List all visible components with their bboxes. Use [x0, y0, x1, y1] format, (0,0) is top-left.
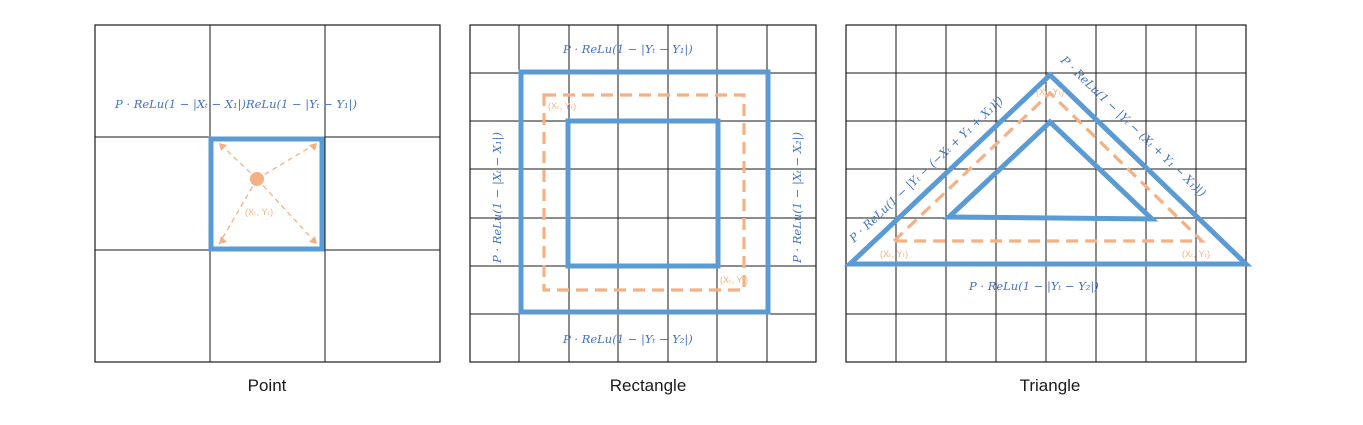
triangle-dashed-outline — [889, 90, 1206, 243]
triangle-caption: Triangle — [1019, 376, 1081, 395]
rectangle-caption: Rectangle — [609, 376, 687, 395]
rectangle-diagram: P · ReLu(1 − |Yₜ − Y₁|) (Xₜ, Yₜ) (Xₜ, Yₜ… — [469, 24, 817, 363]
triangle-grid — [846, 25, 1246, 362]
triangle-formula-right: P · ReLu(1 − |Yₜ − (Xₜ + Y₁ − X₁)|) — [1057, 52, 1209, 200]
triangle-outer-outline — [843, 71, 1253, 267]
rectangle-formula-bottom: P · ReLu(1 − |Yₜ − Y₂|) — [562, 332, 693, 347]
point-cell-outline — [208, 136, 325, 252]
rectangle-outer-outline — [518, 69, 771, 315]
rectangle-frame — [469, 24, 817, 363]
triangle-coord-apex: (Xₜ, Yₜ) — [1036, 87, 1064, 97]
point-grid — [95, 25, 440, 362]
triangle-inner-outline — [942, 118, 1159, 222]
point-diagram: P · ReLu(1 − |Xₜ − X₁|)ReLu(1 − |Yₜ − Y₁… — [94, 24, 441, 363]
rectangle-inner-outline — [565, 118, 721, 269]
point-caption: Point — [247, 376, 287, 395]
point-coord-label: (Xₜ, Yₜ) — [245, 207, 273, 217]
triangle-frame — [845, 24, 1247, 363]
rectangle-coord-top-left: (Xₜ, Yₜ) — [548, 101, 576, 111]
triangle-diagram: (Xₜ, Yₜ) (Xₜ, Yₜ) (Xₜ, Yₜ) P · ReLu(1 − … — [843, 24, 1253, 363]
rectangle-coord-bottom-right: (Xₜ, Yₜ) — [720, 275, 748, 285]
point-frame — [94, 24, 441, 363]
point-marker — [250, 172, 264, 186]
triangle-coord-bottom-left: (Xₜ, Yₜ) — [880, 249, 908, 259]
triangle-coord-bottom-right: (Xₜ, Yₜ) — [1182, 249, 1210, 259]
rectangle-dashed-outline — [542, 93, 746, 292]
rectangle-formula-right: P · ReLu(1 − |Xₜ − X₂|) — [790, 132, 805, 264]
triangle-formula-bottom: P · ReLu(1 − |Yₜ − Y₂|) — [968, 279, 1099, 294]
point-arrows — [218, 142, 318, 245]
point-formula: P · ReLu(1 − |Xₜ − X₁|)ReLu(1 − |Yₜ − Y₁… — [114, 97, 357, 112]
triangle-formula-left: P · ReLu(1 − |Yₜ − (−Xₜ + Y₁ + X₁)|) — [846, 93, 1007, 246]
rectangle-formula-left: P · ReLu(1 − |Xₜ − X₁|) — [490, 132, 505, 264]
rectangle-formula-top: P · ReLu(1 − |Yₜ − Y₁|) — [562, 42, 693, 57]
